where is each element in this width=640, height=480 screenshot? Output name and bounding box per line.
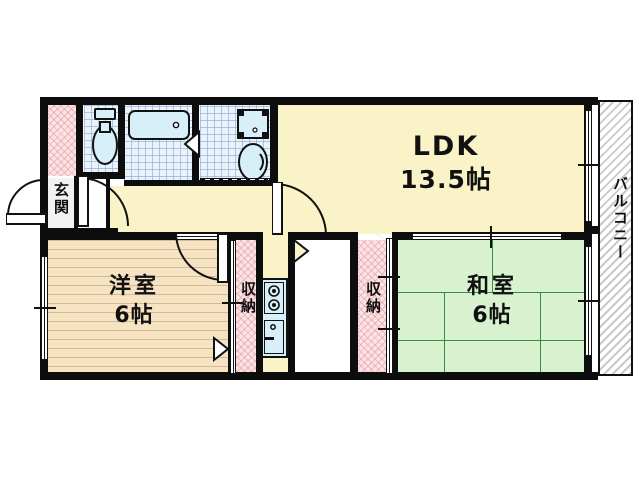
closet-east-tick: [378, 276, 400, 278]
tatami-seam: [398, 292, 586, 294]
shoe-closet-fill: [46, 104, 76, 176]
interior-wall-toilet-right: [118, 97, 125, 179]
wall-closet-east-right: [392, 232, 398, 380]
entrance-door-icon[interactable]: [6, 178, 50, 226]
genkan-floor: [44, 178, 76, 234]
toilet-door-icon[interactable]: [78, 176, 130, 230]
washing-machine-icon: [237, 109, 269, 139]
yoshitsu-label: 洋室: [108, 274, 159, 299]
wall-ldk-lower: [288, 232, 358, 240]
closet-west-tick: [222, 302, 242, 304]
stove-icon: [264, 282, 284, 314]
genkan-wall-left: [40, 172, 48, 234]
ldk-lower-floor: [278, 186, 348, 240]
washitsu-area-label: 6帖: [472, 303, 512, 328]
wall-closet-east-left: [350, 232, 358, 380]
hallway-floor: [110, 186, 290, 234]
washitsu-ldk-sliding-door[interactable]: [412, 233, 562, 240]
balcony-area: [598, 100, 633, 376]
interior-wall-toilet-bottom: [76, 172, 124, 179]
interior-wall-bath-bottom: [124, 180, 196, 186]
interior-wall-shoe-closet: [76, 97, 83, 179]
genkan-label: 玄関: [52, 182, 70, 216]
genkan-wall-right: [74, 176, 78, 234]
ldk-balcony-window[interactable]: [585, 110, 592, 222]
closet-west-arrow-icon: [213, 336, 230, 362]
exterior-wall-right: [584, 97, 592, 380]
ldk-door-icon[interactable]: [272, 182, 328, 238]
yoshitsu-floor: [46, 240, 228, 376]
window-tick: [34, 307, 56, 309]
yoshitsu-area-label: 6帖: [114, 303, 154, 328]
kitchen-sink-icon: [264, 320, 284, 354]
closet-west-label: 収納: [239, 281, 257, 315]
genkan-step-edge: [106, 178, 110, 234]
window-tick: [578, 164, 600, 166]
tatami-seam: [492, 240, 494, 292]
tatami-seam: [540, 292, 542, 376]
wall-kitchen-right: [288, 238, 295, 380]
washitsu-label: 和室: [466, 274, 517, 299]
wall-balcony-joint-mid: [584, 226, 598, 234]
exterior-wall-bottom: [40, 372, 592, 380]
interior-wall-washroom-bottom: [196, 180, 278, 186]
closet-east-tick: [378, 328, 400, 330]
exterior-wall-top: [40, 97, 592, 105]
toilet-tank-icon: [94, 108, 116, 120]
washbasin-icon: [238, 143, 268, 181]
bathtub-drain-icon: [172, 121, 180, 129]
closet-east-sliding-door[interactable]: [386, 238, 393, 374]
interior-wall-washroom-right: [270, 97, 278, 185]
bathroom-door-icon[interactable]: [183, 130, 201, 158]
bathtub-icon: [128, 110, 190, 140]
ldk-label: LDK: [412, 131, 480, 162]
window-tick: [578, 300, 600, 302]
tatami-seam: [444, 292, 446, 376]
yoshitsu-door-icon[interactable]: [172, 234, 228, 284]
closet-east-label: 収納: [364, 281, 382, 315]
kitchen-door-arrow-icon: [293, 238, 310, 264]
tatami-seam: [398, 340, 586, 342]
wall-balcony-joint-top: [584, 97, 598, 105]
genkan-wall-bottom: [40, 228, 118, 235]
closet-west-sliding-door[interactable]: [230, 240, 236, 374]
wall-yoshitsu-top: [40, 232, 262, 240]
toilet-icon: [92, 121, 118, 165]
wall-closet-west-right: [256, 232, 263, 380]
balcony-label: バルコニー: [611, 176, 629, 261]
ldk-area-label: 13.5帖: [400, 165, 492, 194]
sliding-door-tick: [490, 226, 492, 248]
wall-balcony-joint-bottom: [584, 372, 598, 380]
